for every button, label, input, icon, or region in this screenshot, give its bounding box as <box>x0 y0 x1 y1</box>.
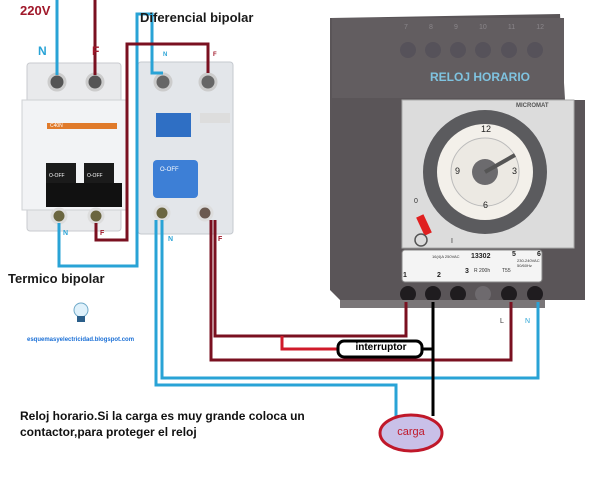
timer-spec-temp: T55 <box>502 268 511 274</box>
breaker-screw-bot-n <box>50 207 68 225</box>
wire-rcd-to-carga-n <box>154 220 398 416</box>
terminal-label-f-top: F <box>92 44 100 58</box>
terminal-label-timer-n: N <box>525 318 531 325</box>
timer-bottom-number-2: 2 <box>437 272 441 279</box>
timer-switch-pos-1: I <box>451 238 453 245</box>
terminal-label-rcd-n-top: N <box>163 52 168 58</box>
rcd-screw-bot-f <box>196 204 214 222</box>
terminal-label-rcd-n: N <box>168 236 174 243</box>
note-line-2: contactor,para proteger el reloj <box>20 425 197 439</box>
timer-terminal-9: 9 <box>453 24 458 31</box>
terminal-label-breaker-n: N <box>63 230 69 237</box>
terminal-label-breaker-f: F <box>100 230 105 237</box>
reloj-horario-timer <box>330 14 585 308</box>
light-bulb-icon <box>73 302 89 322</box>
interruptor-label: interruptor <box>355 342 407 353</box>
wire-to-interruptor <box>280 336 338 351</box>
note-text: Reloj horario.Si la carga es muy grande … <box>20 408 305 440</box>
phase-wires <box>93 0 513 362</box>
timer-terminal-7: 7 <box>404 24 408 31</box>
rcd-screw-top-f <box>198 72 218 92</box>
timer-bottom-number-1: 1 <box>403 272 407 279</box>
breaker-switch-right-label[interactable]: O-OFF <box>87 173 103 179</box>
timer-bottom-number-6: 6 <box>537 251 541 258</box>
terminal-label-timer-l: L <box>500 318 504 325</box>
timer-terminal-8: 8 <box>428 24 433 31</box>
timer-bottom-number-3: 3 <box>465 268 469 275</box>
terminal-label-rcd-f-top: F <box>213 52 217 58</box>
timer-top-terminal-numbers: 7 8 9 10 11 12 <box>404 24 544 31</box>
timer-brand: MICROMAT <box>516 103 549 109</box>
breaker-switch-left-label[interactable]: O-OFF <box>49 173 65 179</box>
timer-terminal-12: 12 <box>536 24 544 31</box>
reloj-title: RELOJ HORARIO <box>430 70 531 84</box>
rcd-test-button <box>156 113 191 137</box>
timer-switch-pos-0: 0 <box>414 198 418 205</box>
dial-number-9: 9 <box>455 166 461 176</box>
interruptor-switch <box>336 339 424 359</box>
wire-breaker-to-rcd-n <box>57 12 163 268</box>
timer-override-switch <box>416 214 432 236</box>
diferencial-title: Diferencial bipolar <box>140 10 254 25</box>
wire-breaker-to-rcd-f <box>94 42 210 242</box>
rcd-screw-top-n <box>153 72 173 92</box>
termico-title: Termico bipolar <box>8 271 105 286</box>
timer-terminal-11: 11 <box>507 24 516 31</box>
rcd-screw-bot-n <box>153 204 171 222</box>
clock-icon <box>414 233 428 247</box>
termico-bipolar-breaker <box>21 62 127 232</box>
breaker-model-stripe <box>47 123 117 129</box>
timer-spec-reserve: R 200h <box>474 268 491 274</box>
timer-label-plate <box>401 249 543 283</box>
breaker-screw-top-f <box>85 72 105 92</box>
breaker-screw-top-n <box>47 72 67 92</box>
dial-number-3: 3 <box>512 166 518 176</box>
rcd-switch <box>153 160 198 198</box>
dial-number-6: 6 <box>483 200 489 210</box>
neutral-wires <box>55 0 540 416</box>
carga-label: carga <box>397 426 425 438</box>
carga-load <box>378 413 444 453</box>
timer-model-code: 13302 <box>471 253 491 260</box>
terminal-label-rcd-f: F <box>218 236 223 243</box>
breaker-model: C40N <box>50 123 63 129</box>
note-line-1: Reloj horario.Si la carga es muy grande … <box>20 409 305 423</box>
timer-terminal-10: 10 <box>478 24 487 31</box>
terminal-label-n-top: N <box>38 44 47 58</box>
timer-top-terminals <box>400 42 543 58</box>
breaker-screw-bot-f <box>87 207 105 225</box>
wire-rcd-to-timer-f <box>209 220 513 362</box>
wire-rcd-to-timer-n <box>160 220 540 380</box>
dial-number-12: 12 <box>481 124 492 134</box>
website-link[interactable]: esquemasyelectricidad.blogspot.com <box>27 337 135 343</box>
timer-bottom-terminals <box>400 286 543 302</box>
timer-spec-rating: 16(4)A 250VAC <box>432 254 460 259</box>
timer-bottom-number-5: 5 <box>512 251 516 258</box>
wire-to-timer-1 <box>213 220 408 338</box>
rcd-switch-label[interactable]: O-OFF <box>160 167 179 173</box>
voltage-label: 220V <box>20 3 51 18</box>
diferencial-bipolar-rcd <box>137 61 234 235</box>
timer-spec-supply: 230-240VAC 50/60Hz <box>517 258 540 268</box>
